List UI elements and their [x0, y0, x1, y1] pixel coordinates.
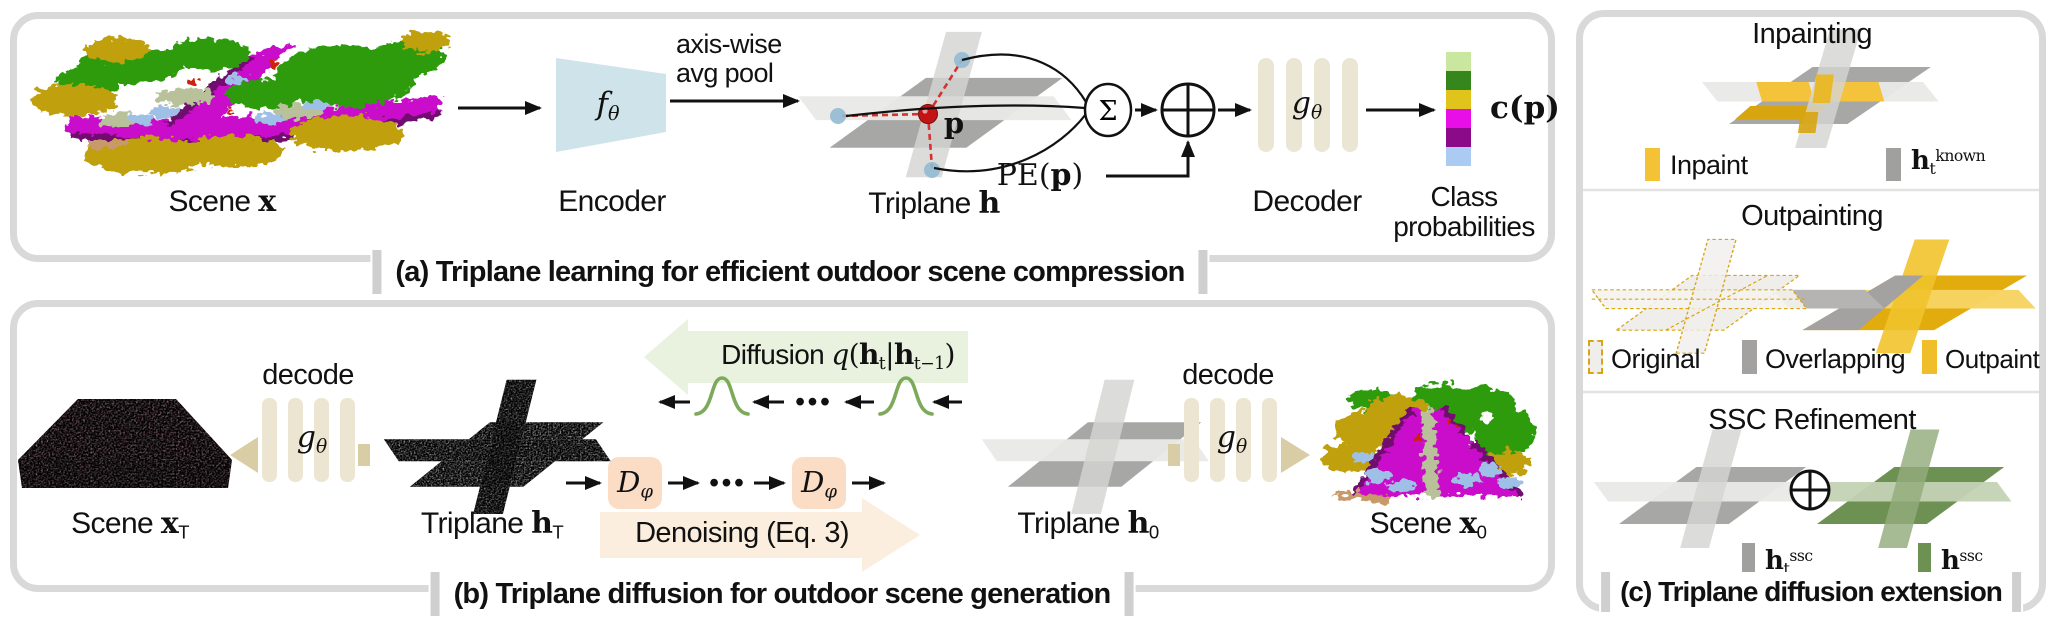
plus-circle	[1160, 82, 1216, 138]
triplane-h0-label: Triplane h0	[1017, 506, 1159, 543]
triplane-hT	[383, 379, 611, 514]
triplane-hT-label: Triplane hT	[420, 506, 564, 543]
caption-b: (b) Triplane diffusion for outdoor scene…	[428, 572, 1136, 616]
original-swatch	[1588, 340, 1603, 374]
denoiser-symbol-1: Dφ	[617, 465, 653, 503]
denoising-label: Denoising (Eq. 3)	[635, 517, 849, 549]
inpaint-legend-label: Inpaint	[1670, 150, 1748, 180]
scene-x0-image	[1322, 384, 1535, 504]
overlapping-legend-label: Overlapping	[1765, 344, 1906, 374]
caption-bar	[1124, 572, 1134, 616]
diffusion-label: Diffusion q(ht|ht−1)	[721, 338, 955, 375]
class-vector-label: c(p)	[1490, 90, 1560, 126]
point-p-label: p	[943, 106, 965, 140]
caption-bar	[1198, 250, 1208, 294]
caption-a-text: (a) Triplane learning for efficient outd…	[395, 255, 1185, 288]
sum-symbol: Σ	[1098, 96, 1117, 127]
caption-b-text: (b) Triplane diffusion for outdoor scene…	[453, 577, 1112, 610]
encoder-symbol: fθ	[596, 86, 620, 125]
denoising-arrow	[600, 498, 920, 572]
sum-circle	[1083, 82, 1133, 138]
outpaint-swatch	[1922, 340, 1937, 374]
caption-bar	[2011, 572, 2021, 612]
h-ssc-legend-label: hssc	[1941, 546, 1983, 576]
ssc-title: SSC Refinement	[1708, 404, 1916, 436]
outpainting-title: Outpainting	[1741, 200, 1883, 232]
encoder-label: Encoder	[558, 185, 666, 218]
class-bar-segment	[1446, 128, 1471, 147]
inpainting-title: Inpainting	[1752, 18, 1872, 50]
triplane-h-label: Triplane h	[868, 186, 1000, 221]
decoder-label: Decoder	[1252, 185, 1362, 218]
denoising-chain	[566, 457, 886, 509]
denoiser-symbol-2: Dφ	[801, 465, 837, 503]
scene-x-label: Scene x	[168, 184, 276, 219]
decoder-symbol-a: gθ	[1291, 86, 1323, 124]
outpaint-legend-label: Outpaint	[1945, 344, 2040, 374]
h-ssc-t-legend-label: htssc	[1765, 546, 1813, 578]
class-bar-segment	[1446, 71, 1471, 90]
h-ssc-t-swatch	[1742, 543, 1755, 581]
caption-bar	[430, 572, 440, 616]
decode-label-right: decode	[1182, 359, 1274, 391]
h-ssc-swatch	[1918, 543, 1931, 581]
arrow-pe-to-add	[1106, 140, 1195, 178]
decoder-bars-b-left	[230, 398, 370, 482]
caption-c: (c) Triplane diffusion extension	[1599, 572, 2023, 612]
triplane-query-point	[830, 52, 1087, 178]
ssc-plus-circle	[1789, 469, 1831, 511]
decoder-bars-b-right	[1168, 398, 1310, 482]
inpaint-swatch	[1645, 148, 1660, 181]
overlapping-swatch	[1742, 340, 1757, 374]
decoder-symbol-b-left: gθ	[296, 420, 328, 458]
decoder-symbol-b-right: gθ	[1216, 420, 1248, 458]
scene-x-image	[32, 30, 451, 174]
denoising-ellipsis: •••	[709, 467, 747, 498]
class-bar-segment	[1446, 52, 1471, 71]
pe-label: PE(p)	[996, 158, 1084, 193]
h-known-legend-label: htknown	[1911, 146, 1986, 178]
decoder-bars-a	[1258, 58, 1358, 152]
diffusion-arrow	[644, 319, 968, 395]
scene-xT-slab	[18, 399, 232, 488]
ssc-graphic	[1593, 429, 2012, 548]
outpainting-graphic	[1590, 238, 2036, 354]
class-bar-segment	[1446, 90, 1471, 109]
original-legend-label: Original	[1611, 344, 1701, 374]
encoder-trapezoid	[556, 58, 666, 152]
decode-label-left: decode	[262, 359, 354, 391]
diffusion-chain	[658, 376, 962, 416]
scene-xT-label: Scene xT	[71, 506, 189, 543]
diffusion-ellipsis: •••	[795, 386, 833, 417]
caption-bar	[372, 250, 382, 294]
class-bar-segment	[1446, 147, 1471, 166]
class-bar-segment	[1446, 109, 1471, 128]
caption-a: (a) Triplane learning for efficient outd…	[370, 250, 1210, 294]
caption-c-text: (c) Triplane diffusion extension	[1620, 576, 2003, 607]
inpainting-triplane	[1701, 29, 1939, 148]
h-known-swatch	[1886, 148, 1901, 181]
class-probability-bar	[1446, 52, 1471, 166]
scene-x0-label: Scene x0	[1369, 506, 1487, 543]
caption-bar	[1601, 572, 1611, 612]
